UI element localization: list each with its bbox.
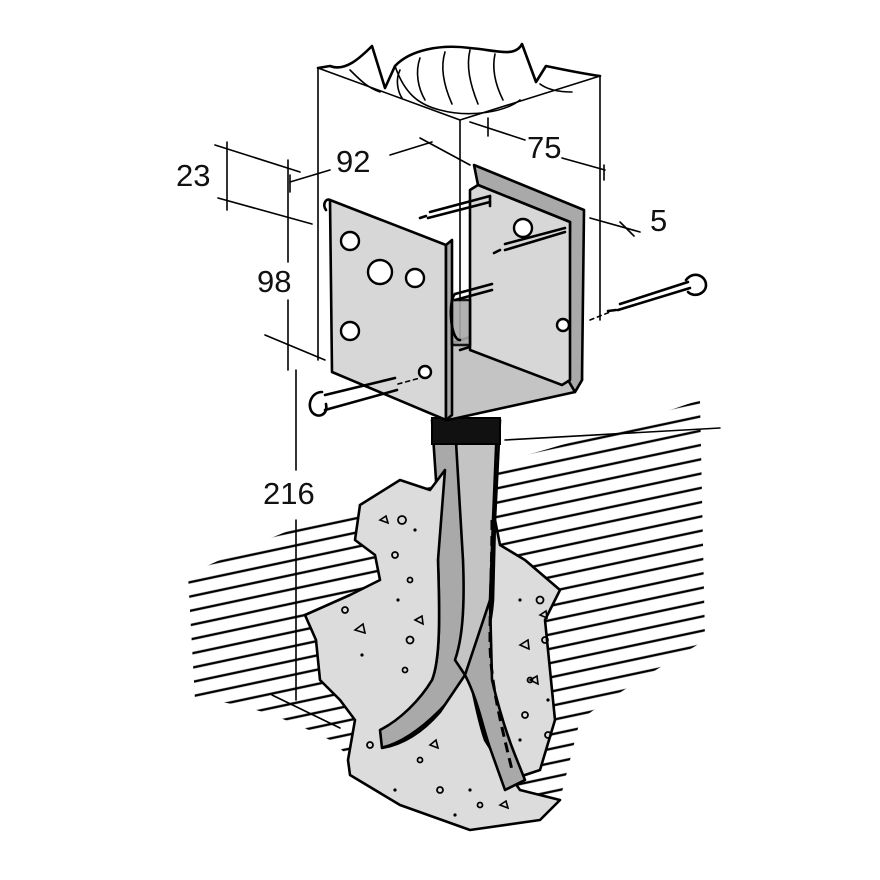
dimension-label-top: 23 xyxy=(176,158,210,193)
nail-right xyxy=(589,273,708,321)
dimension-label-spike-length: 216 xyxy=(263,476,315,511)
nail-left xyxy=(308,376,421,417)
dimension-label-thickness: 5 xyxy=(650,203,667,238)
dimension-label-width: 92 xyxy=(336,144,370,179)
nail-lower xyxy=(449,282,494,342)
dimension-labels: 92 75 23 5 98 216 xyxy=(176,130,667,511)
nail-middle xyxy=(492,226,567,255)
dimension-label-bracket-height: 98 xyxy=(257,264,291,299)
nail-upper xyxy=(418,194,492,220)
dimension-label-depth: 75 xyxy=(527,130,561,165)
u-bracket xyxy=(323,163,586,422)
leader-line xyxy=(504,427,721,441)
dimension-lines xyxy=(214,117,641,729)
concrete-footing xyxy=(303,468,562,832)
